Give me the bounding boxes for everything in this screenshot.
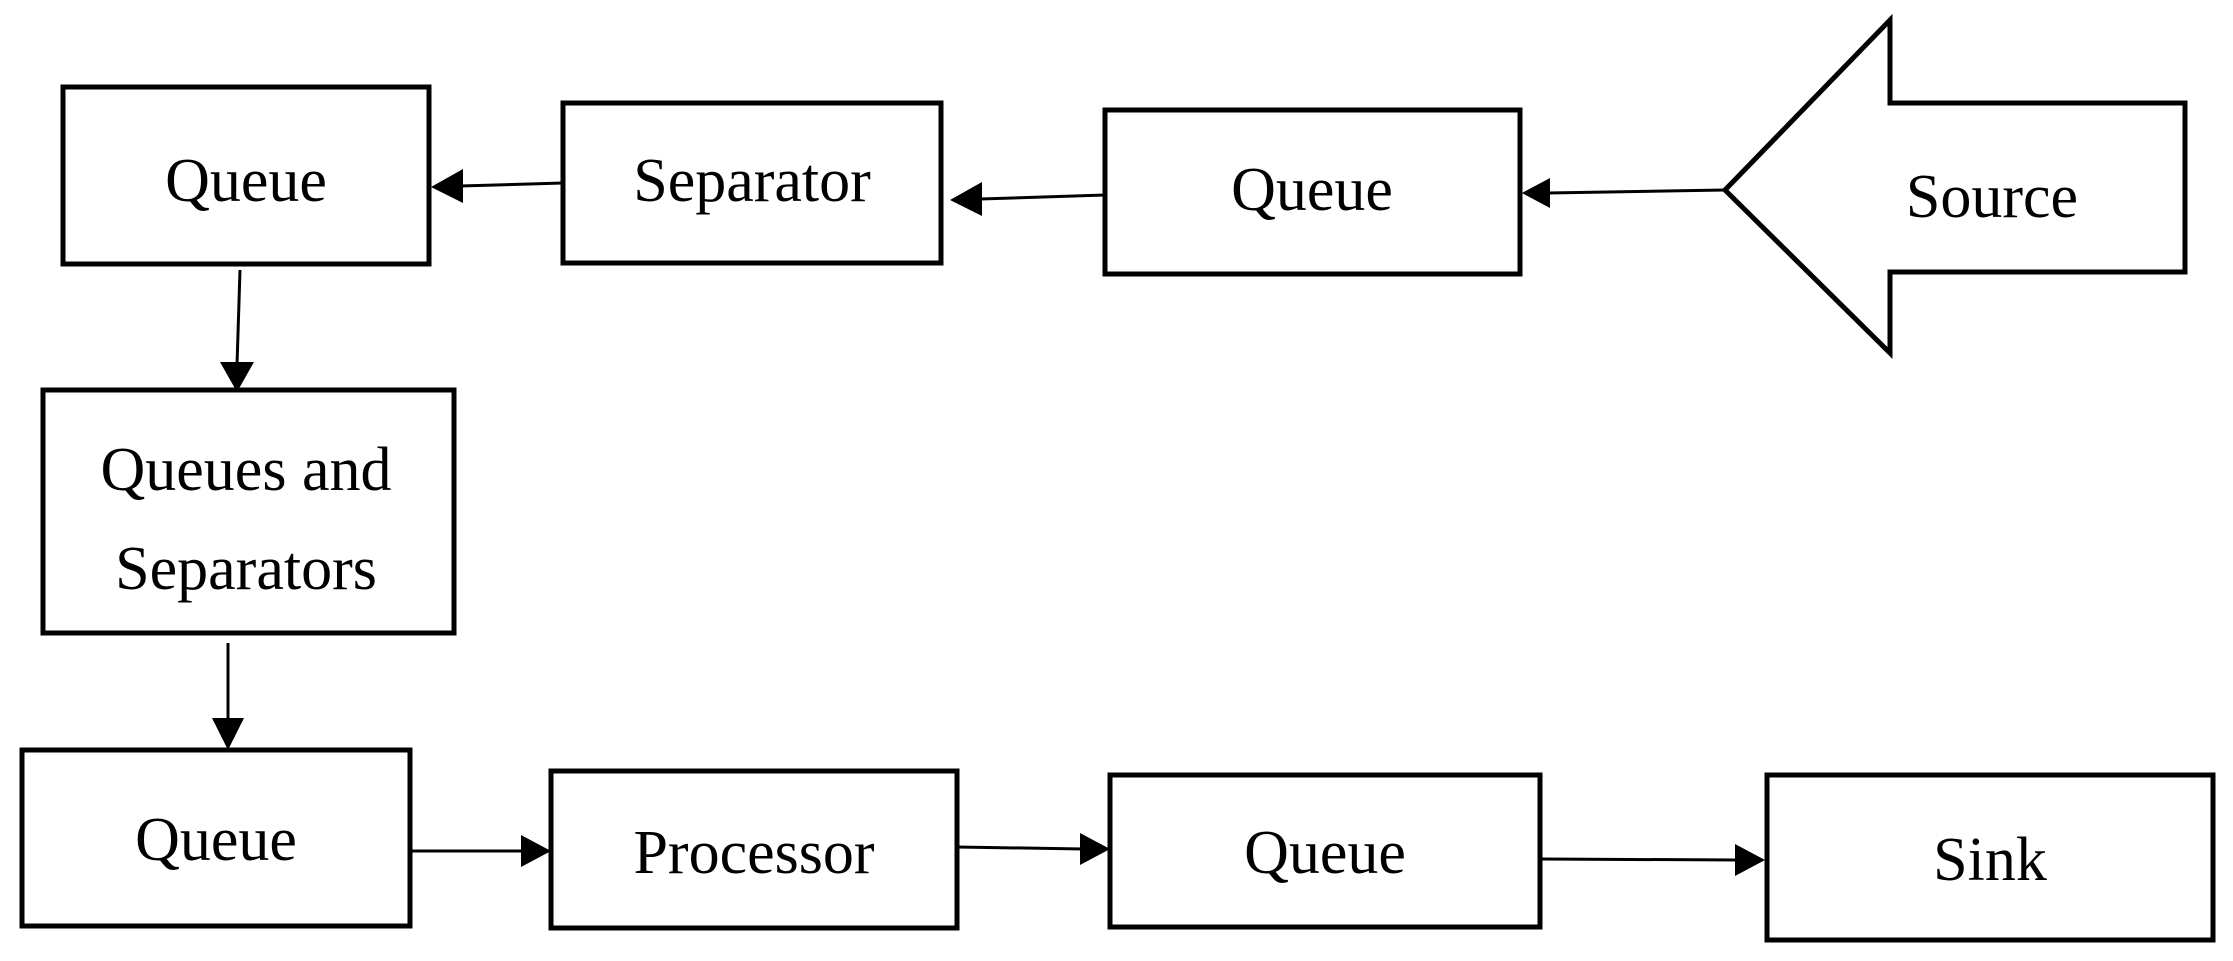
arrowhead-5 [212, 718, 244, 750]
edge-source-to-queue [1522, 178, 1726, 208]
processor-node: Processor [548, 768, 960, 931]
source-node: Source [1721, 13, 2188, 359]
queue-label-3: Queue [135, 806, 297, 874]
queue-node-4: Queue [1107, 772, 1543, 930]
edge-queue-to-processor [412, 835, 551, 867]
edge-queue-to-queues-and-separators [220, 269, 254, 392]
edge-queue-to-sink [1541, 844, 1765, 876]
edge-processor-to-queue [956, 833, 1110, 865]
queues-and-separators-node: Queues and Separators [40, 387, 457, 636]
sink-box [1764, 772, 2216, 943]
edge-line-2 [979, 193, 1106, 201]
queues-and-separators-label-line1: Queues and [101, 436, 392, 504]
queues-and-separators-box [40, 387, 457, 636]
source-label: Source [1906, 163, 2078, 231]
processor-label: Processor [633, 819, 874, 887]
arrowhead-7 [1080, 833, 1110, 865]
queues-and-separators-label-line2: Separators [115, 535, 377, 603]
edge-line-7 [956, 845, 1084, 851]
queue-box-3 [19, 747, 413, 929]
arrowhead-2 [950, 182, 982, 216]
edge-line-8 [1541, 857, 1738, 862]
edge-separator-to-queue [431, 169, 564, 203]
edge-queue-to-separator [950, 182, 1106, 216]
queue-box-1 [1102, 107, 1523, 277]
queue-node-3: Queue [19, 747, 413, 929]
edge-line-4 [235, 269, 242, 366]
arrowhead-1 [1522, 178, 1550, 208]
processor-box [548, 768, 960, 931]
queue-node-2: Queue [60, 84, 432, 267]
sink-node: Sink [1764, 772, 2216, 943]
queue-node-1: Queue [1102, 107, 1523, 277]
queue-box-4 [1107, 772, 1543, 930]
queue-label-2: Queue [165, 147, 327, 215]
arrowhead-4 [220, 362, 254, 392]
queue-label-4: Queue [1244, 819, 1406, 887]
edge-line-3 [459, 181, 564, 188]
arrowhead-6 [521, 835, 551, 867]
source-arrow-shape [1721, 13, 2188, 359]
edge-queues-and-separators-to-queue [212, 643, 244, 750]
arrowhead-8 [1735, 844, 1765, 876]
queue-box-2 [60, 84, 432, 267]
separator-node: Separator [560, 100, 944, 266]
sink-label: Sink [1933, 826, 2047, 894]
edge-line-1 [1547, 188, 1726, 195]
arrowhead-3 [431, 169, 463, 203]
queue-label-1: Queue [1231, 156, 1393, 224]
separator-label: Separator [633, 147, 871, 215]
